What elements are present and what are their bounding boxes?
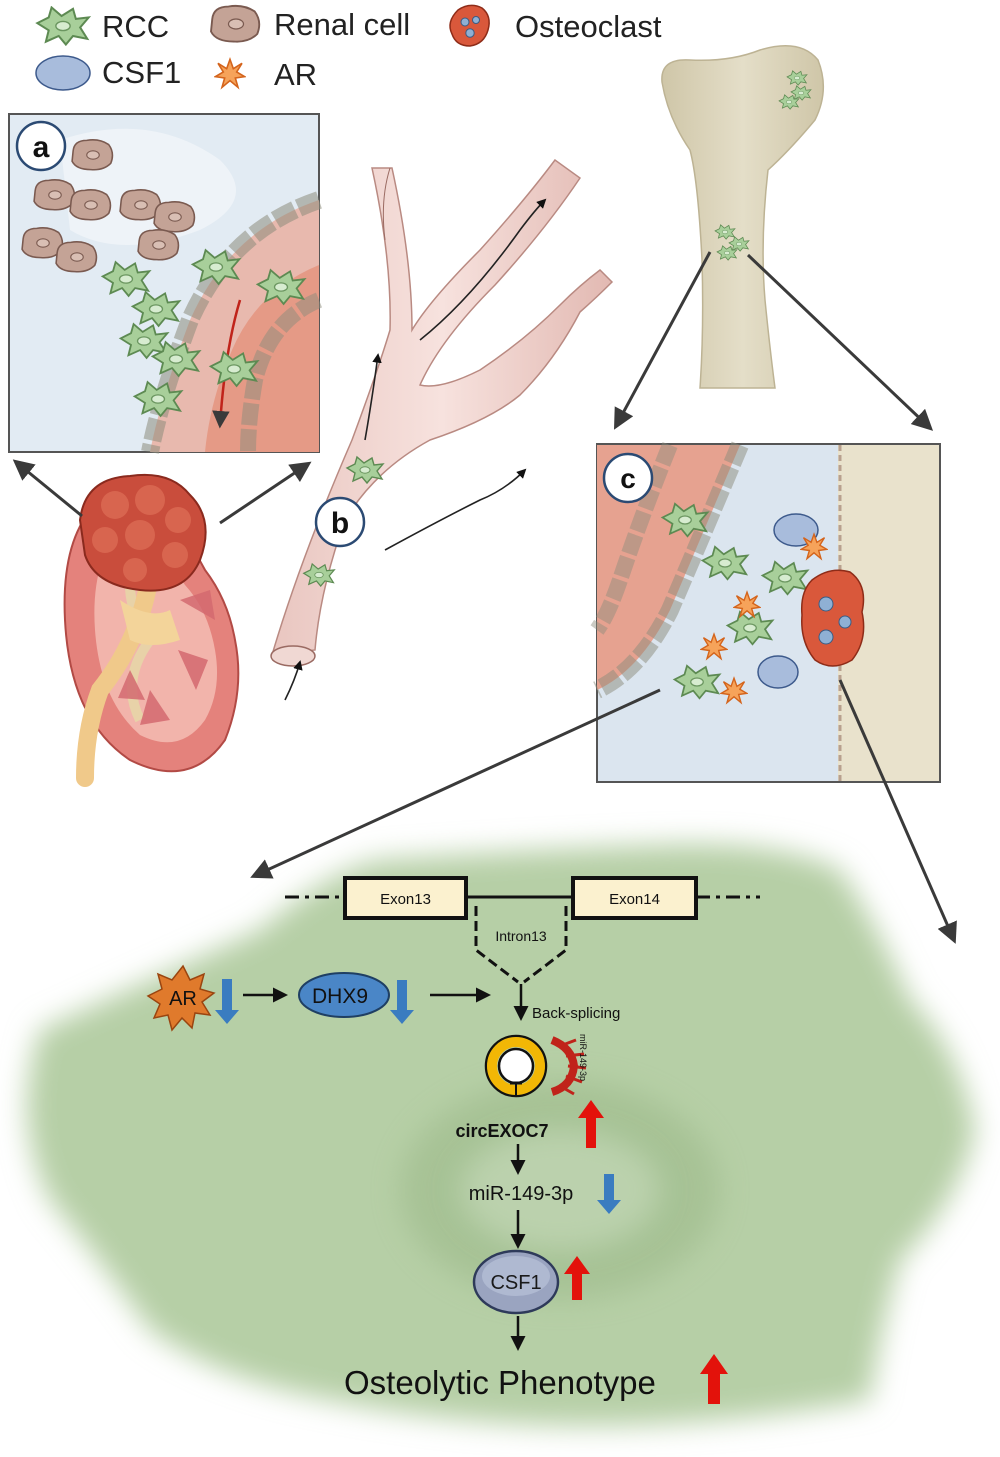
exon13-box [343,876,468,920]
exon13-label: Exon13 [380,891,431,908]
legend-renal-cell-label: Renal cell [274,7,410,42]
ar-label: AR [169,988,197,1010]
outcome-up-arrow [700,1354,728,1404]
mirna-bound-icon: miR-149-3p [550,1034,588,1096]
legend-osteoclast-label: Osteoclast [515,9,662,44]
circexoc7-label: circEXOC7 [455,1121,548,1141]
panel-c: c [590,441,941,783]
panel-a-badge [15,120,67,172]
circexoc7-up-arrow [578,1100,604,1148]
panel-a: a [8,113,323,454]
pathway: Exon13 Exon14 Intron13 Back-splicing AR … [146,876,760,1404]
legend-csf1-label: CSF1 [102,55,181,90]
panel-c-label: c [620,463,636,494]
back-splicing-label: Back-splicing [532,1005,620,1022]
panel-a-label: a [33,131,50,164]
csf1-label: CSF1 [490,1272,541,1294]
exon14-label: Exon14 [609,891,660,908]
legend-ar-label: AR [274,57,317,92]
legend-rcc-label: RCC [102,9,169,44]
intron13-label: Intron13 [495,928,547,944]
panel-c-badge [602,452,654,504]
panel-b-badge [314,496,366,548]
mirna-label: miR-149-3p [469,1183,573,1205]
bone-illustration [614,45,934,431]
kidney-tumor [78,473,207,592]
kidney-illustration [12,459,312,787]
dhx9-label: DHX9 [312,985,368,1008]
mirna-small-label: miR-149-3p [578,1034,588,1081]
panel-b-label: b [331,507,349,540]
dhx9-down-arrow [390,980,414,1024]
panel-b: b [270,158,614,701]
exon14-box [571,876,698,920]
panel-c-osteoclast [800,569,865,667]
blurred-rcc-cell [27,844,975,1426]
circexoc7-ring [484,1034,548,1098]
mirna-down-arrow [597,1174,621,1214]
csf1-up-arrow [564,1256,590,1300]
ar-node: AR [146,964,216,1032]
renal-cell-icon [210,4,261,43]
rcc-cell-icon [36,6,90,46]
legend: RCC Renal cell Osteoclast CSF1 AR [35,4,662,92]
outcome-label: Osteolytic Phenotype [344,1364,656,1401]
ar-burst-icon [214,58,246,89]
ar-down-arrow [215,979,239,1024]
dhx9-node [298,972,390,1018]
osteoclast-icon [449,4,490,47]
csf1-icon [35,55,91,91]
